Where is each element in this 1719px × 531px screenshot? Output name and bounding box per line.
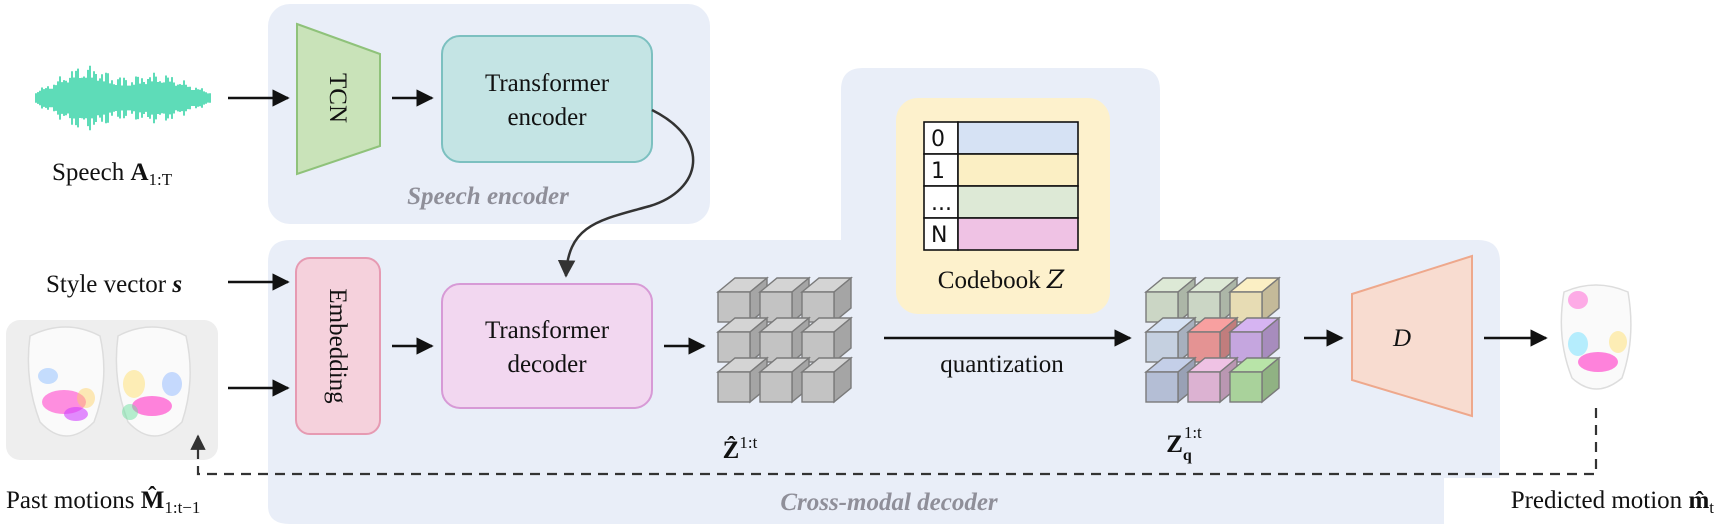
quantization-label: quantization: [940, 351, 1064, 378]
speech-waveform: [35, 65, 211, 131]
z-hat-cube: [800, 276, 853, 324]
speech-encoder-label: Speech encoder: [407, 183, 569, 210]
style-vector-label: Style vector s: [46, 271, 182, 298]
z-q-label: Zq1:t: [1166, 423, 1202, 464]
z-q-cube: [1144, 316, 1197, 364]
d-decoder-label: D: [1392, 325, 1411, 352]
feedback-dashed-arrow: [190, 408, 1598, 476]
codebook-label: Codebook Z: [938, 265, 1065, 294]
cross-modal-decoder-label: Cross-modal decoder: [780, 489, 998, 516]
codebook-entry-cell: [957, 121, 1079, 155]
predicted-motion-face: [1560, 284, 1632, 390]
transformer-decoder-label-line1: Transformer: [485, 317, 610, 344]
z-q-cube: [1228, 356, 1281, 404]
past-motion-face-1: [27, 326, 105, 437]
transformer-encoder-label-line1: Transformer: [485, 70, 610, 97]
transformer-encoder-block: [441, 35, 653, 163]
z-hat-label: Ẑ1:t: [723, 433, 758, 464]
z-hat-cube-grid: [716, 276, 853, 404]
waveform-trace: [35, 65, 211, 131]
transformer-decoder-block: [441, 283, 653, 409]
embedding-label: Embedding: [324, 288, 351, 404]
codebook-index-label: 0: [931, 127, 945, 152]
z-hat-cube: [800, 356, 853, 404]
codebook-index-label: ...: [931, 191, 952, 216]
codebook-index-cell: [923, 121, 959, 155]
output-separator: [1444, 478, 1504, 526]
z-hat-cube: [800, 316, 853, 364]
predicted-motion-label: Predicted motion m̂t: [1511, 487, 1715, 517]
codebook-index-label: 1: [931, 159, 945, 184]
codebook-index-cell: [923, 217, 959, 251]
codebook-table: 0 1... N: [923, 121, 1079, 251]
codebook-index-cell: [923, 185, 959, 219]
transformer-encoder-label-line2: encoder: [507, 104, 587, 131]
z-q-cube-grid: [1144, 276, 1281, 404]
cross-modal-decoder-group: [268, 68, 1500, 524]
z-hat-cube: [716, 276, 769, 324]
codebook-index-label: N: [931, 223, 947, 248]
tcn-block: [296, 22, 381, 176]
past-motions-label: Past motions M̂1:t−1: [6, 486, 200, 517]
codebook-entry-cell: [957, 153, 1079, 187]
codebook-index-cell: [923, 153, 959, 187]
codebook-entry-cell: [957, 185, 1079, 219]
d-decoder-block: [1351, 254, 1473, 418]
transformer-decoder-label-line2: decoder: [507, 351, 587, 378]
codebook-entry-cell: [957, 217, 1079, 251]
speech-input-label: Speech A1:T: [52, 159, 173, 189]
tcn-label: TCN: [324, 73, 351, 123]
embedding-block: [295, 257, 381, 435]
z-q-cube: [1144, 356, 1197, 404]
past-motion-face-2: [115, 326, 191, 437]
z-hat-cube: [716, 356, 769, 404]
z-hat-cube: [716, 316, 769, 364]
arrow-encoder-to-decoder: [557, 108, 695, 278]
z-q-cube: [1228, 316, 1281, 364]
